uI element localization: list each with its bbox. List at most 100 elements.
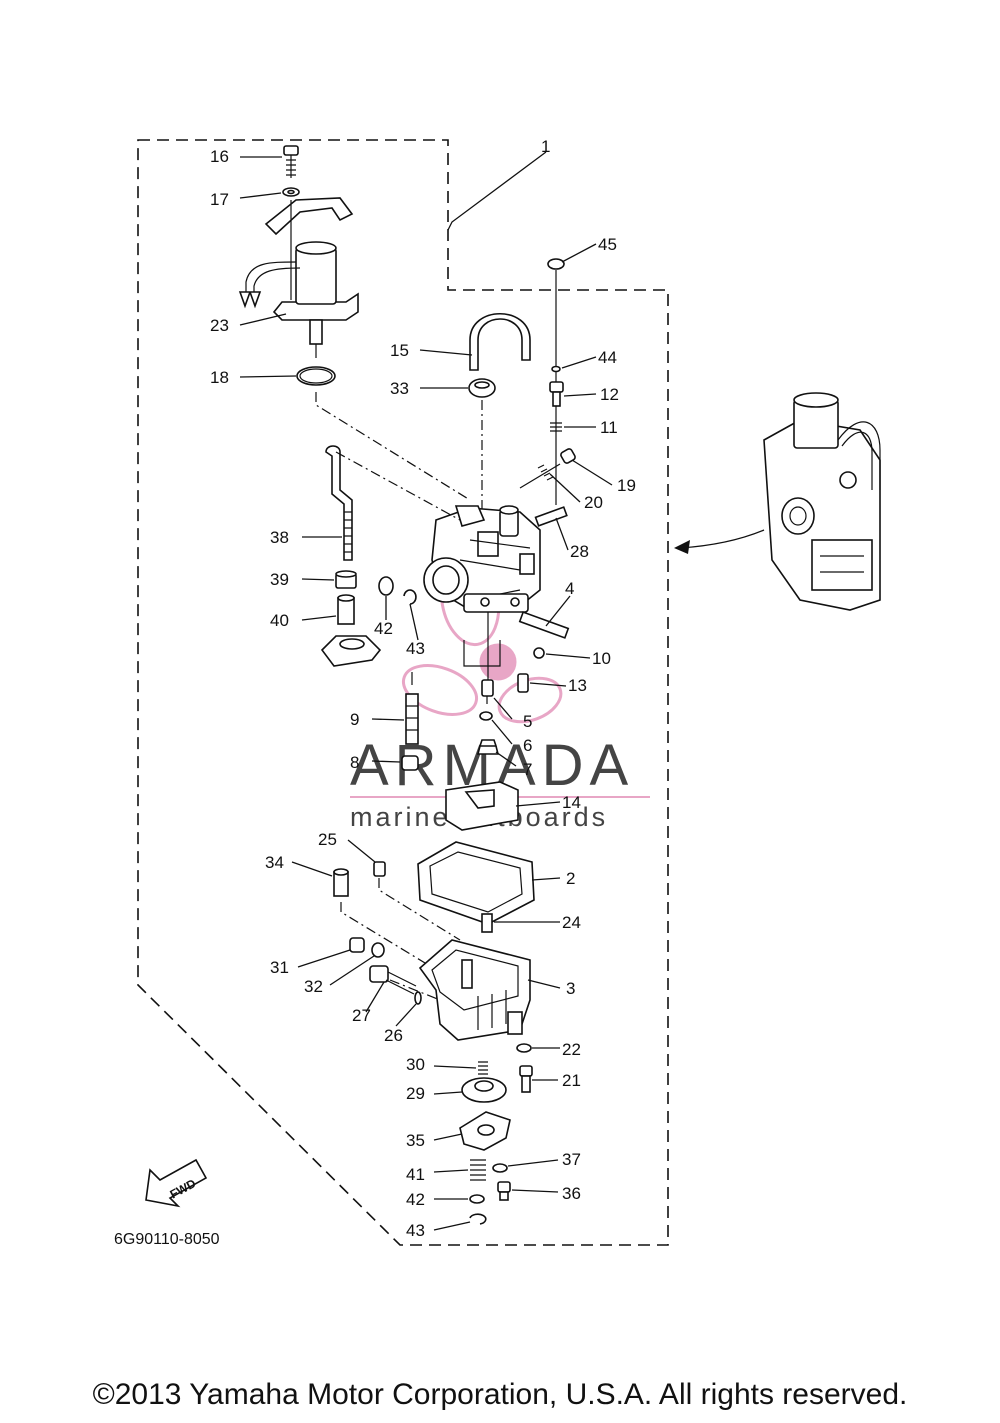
washer-17 xyxy=(282,187,300,197)
grommet-33 xyxy=(468,378,496,398)
callout-18: 18 xyxy=(210,368,229,387)
callout-40: 40 xyxy=(270,611,289,630)
callout-33: 33 xyxy=(390,379,409,398)
fwd-arrow-icon: FWD xyxy=(145,1158,208,1208)
callout-31: 31 xyxy=(270,958,289,977)
float-bowl-3 xyxy=(418,939,531,1041)
callout-36: 36 xyxy=(562,1184,581,1203)
callout-23: 23 xyxy=(210,316,229,335)
callout-11: 11 xyxy=(600,418,618,437)
callout-3: 3 xyxy=(566,979,575,998)
callout-12: 12 xyxy=(600,385,619,404)
assembly-arrow xyxy=(679,529,765,549)
bracket xyxy=(264,197,354,236)
callout-32: 32 xyxy=(304,977,323,996)
callout-34: 34 xyxy=(265,853,284,872)
callout-7: 7 xyxy=(523,760,532,779)
callout-30: 30 xyxy=(406,1055,425,1074)
copyright-notice: ©2013 Yamaha Motor Corporation, U.S.A. A… xyxy=(92,1378,908,1411)
callout-29: 29 xyxy=(406,1084,425,1103)
jet-8 xyxy=(401,755,419,771)
callout-10: 10 xyxy=(592,649,611,668)
screw-19 xyxy=(519,448,576,489)
sleeve-34 xyxy=(333,868,349,897)
callout-26: 26 xyxy=(384,1026,403,1045)
callout-13: 13 xyxy=(568,676,587,695)
callout-25: 25 xyxy=(318,830,337,849)
screw-31 xyxy=(349,937,365,953)
carburetor-body xyxy=(423,505,541,613)
pin-28 xyxy=(534,506,568,527)
washer-22 xyxy=(516,1043,532,1053)
callout-9: 9 xyxy=(350,710,359,729)
callout-6: 6 xyxy=(523,736,532,755)
callout-14: 14 xyxy=(562,793,581,812)
nut-39 xyxy=(335,570,357,589)
washer-32 xyxy=(371,942,385,958)
callout-1: 1 xyxy=(541,137,550,156)
callout-15: 15 xyxy=(390,341,409,360)
callout-24: 24 xyxy=(562,913,581,932)
callout-27: 27 xyxy=(352,1006,371,1025)
callout-45: 45 xyxy=(598,235,617,254)
o-ring-18 xyxy=(296,366,336,386)
clip-43 xyxy=(403,589,417,605)
callout-41: 41 xyxy=(406,1165,425,1184)
screw-36 xyxy=(497,1181,511,1201)
spring-20 xyxy=(537,464,554,481)
jet-7 xyxy=(476,739,500,755)
callout-35: 35 xyxy=(406,1131,425,1150)
arrow-head xyxy=(674,540,690,554)
callout-42: 42 xyxy=(374,619,393,638)
leader-1 xyxy=(447,151,547,231)
callout-4: 4 xyxy=(565,579,574,598)
callout-2: 2 xyxy=(566,869,575,888)
screw-16 xyxy=(283,145,299,178)
callout-5: 5 xyxy=(523,712,532,731)
part-code: 6G90110-8050 xyxy=(114,1231,220,1248)
callout-19: 19 xyxy=(617,476,636,495)
callout-43b: 43 xyxy=(406,1221,425,1240)
callout-28: 28 xyxy=(570,542,589,561)
callout-43: 43 xyxy=(406,639,425,658)
callout-44: 44 xyxy=(598,348,617,367)
needle-5 xyxy=(481,679,494,704)
sleeve-40 xyxy=(337,594,355,625)
spring-41 xyxy=(470,1159,486,1181)
gasket-2 xyxy=(417,841,535,925)
diaphragm-29 xyxy=(461,1077,507,1103)
o-ring-44 xyxy=(551,365,561,373)
assembly-boundary xyxy=(137,139,669,1246)
washer-42 xyxy=(378,576,394,596)
jet-13 xyxy=(517,673,529,693)
float-14 xyxy=(445,781,519,831)
tube-9 xyxy=(405,693,419,745)
hose-15 xyxy=(469,312,531,371)
cover-35 xyxy=(459,1111,511,1151)
callout-22: 22 xyxy=(562,1040,581,1059)
callout-16: 16 xyxy=(210,147,229,166)
callout-42b: 42 xyxy=(406,1190,425,1209)
assembled-carburetor xyxy=(763,392,881,611)
callout-39: 39 xyxy=(270,570,289,589)
o-ring-26 xyxy=(414,991,422,1005)
cap-45 xyxy=(547,258,565,270)
screw-27 xyxy=(369,965,417,995)
plug-25 xyxy=(373,861,386,877)
screw-10 xyxy=(533,647,545,659)
screw-12 xyxy=(549,381,564,407)
pin-24 xyxy=(481,913,493,933)
washer-42b xyxy=(469,1194,485,1204)
washer-37 xyxy=(492,1163,508,1173)
shaft-4 xyxy=(518,611,570,639)
callout-37: 37 xyxy=(562,1150,581,1169)
screw-21 xyxy=(519,1065,533,1093)
callout-17: 17 xyxy=(210,190,229,209)
solenoid-23 xyxy=(238,200,359,358)
ring-6 xyxy=(479,711,493,721)
clip-43b xyxy=(469,1213,487,1225)
cap xyxy=(320,635,382,667)
callout-20: 20 xyxy=(584,493,603,512)
spring-11 xyxy=(550,422,562,432)
